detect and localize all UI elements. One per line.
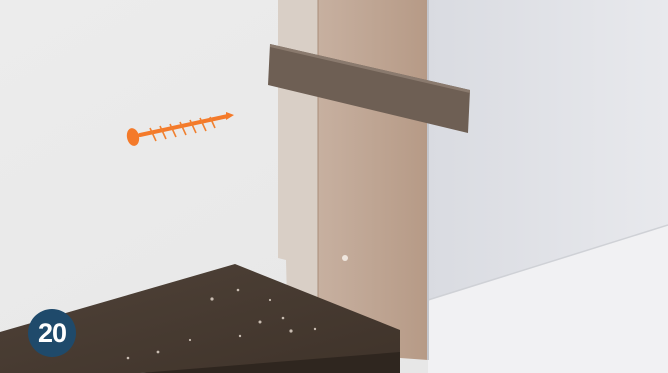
step-number-badge: 20 [28,309,76,357]
stud-mark [342,255,348,261]
